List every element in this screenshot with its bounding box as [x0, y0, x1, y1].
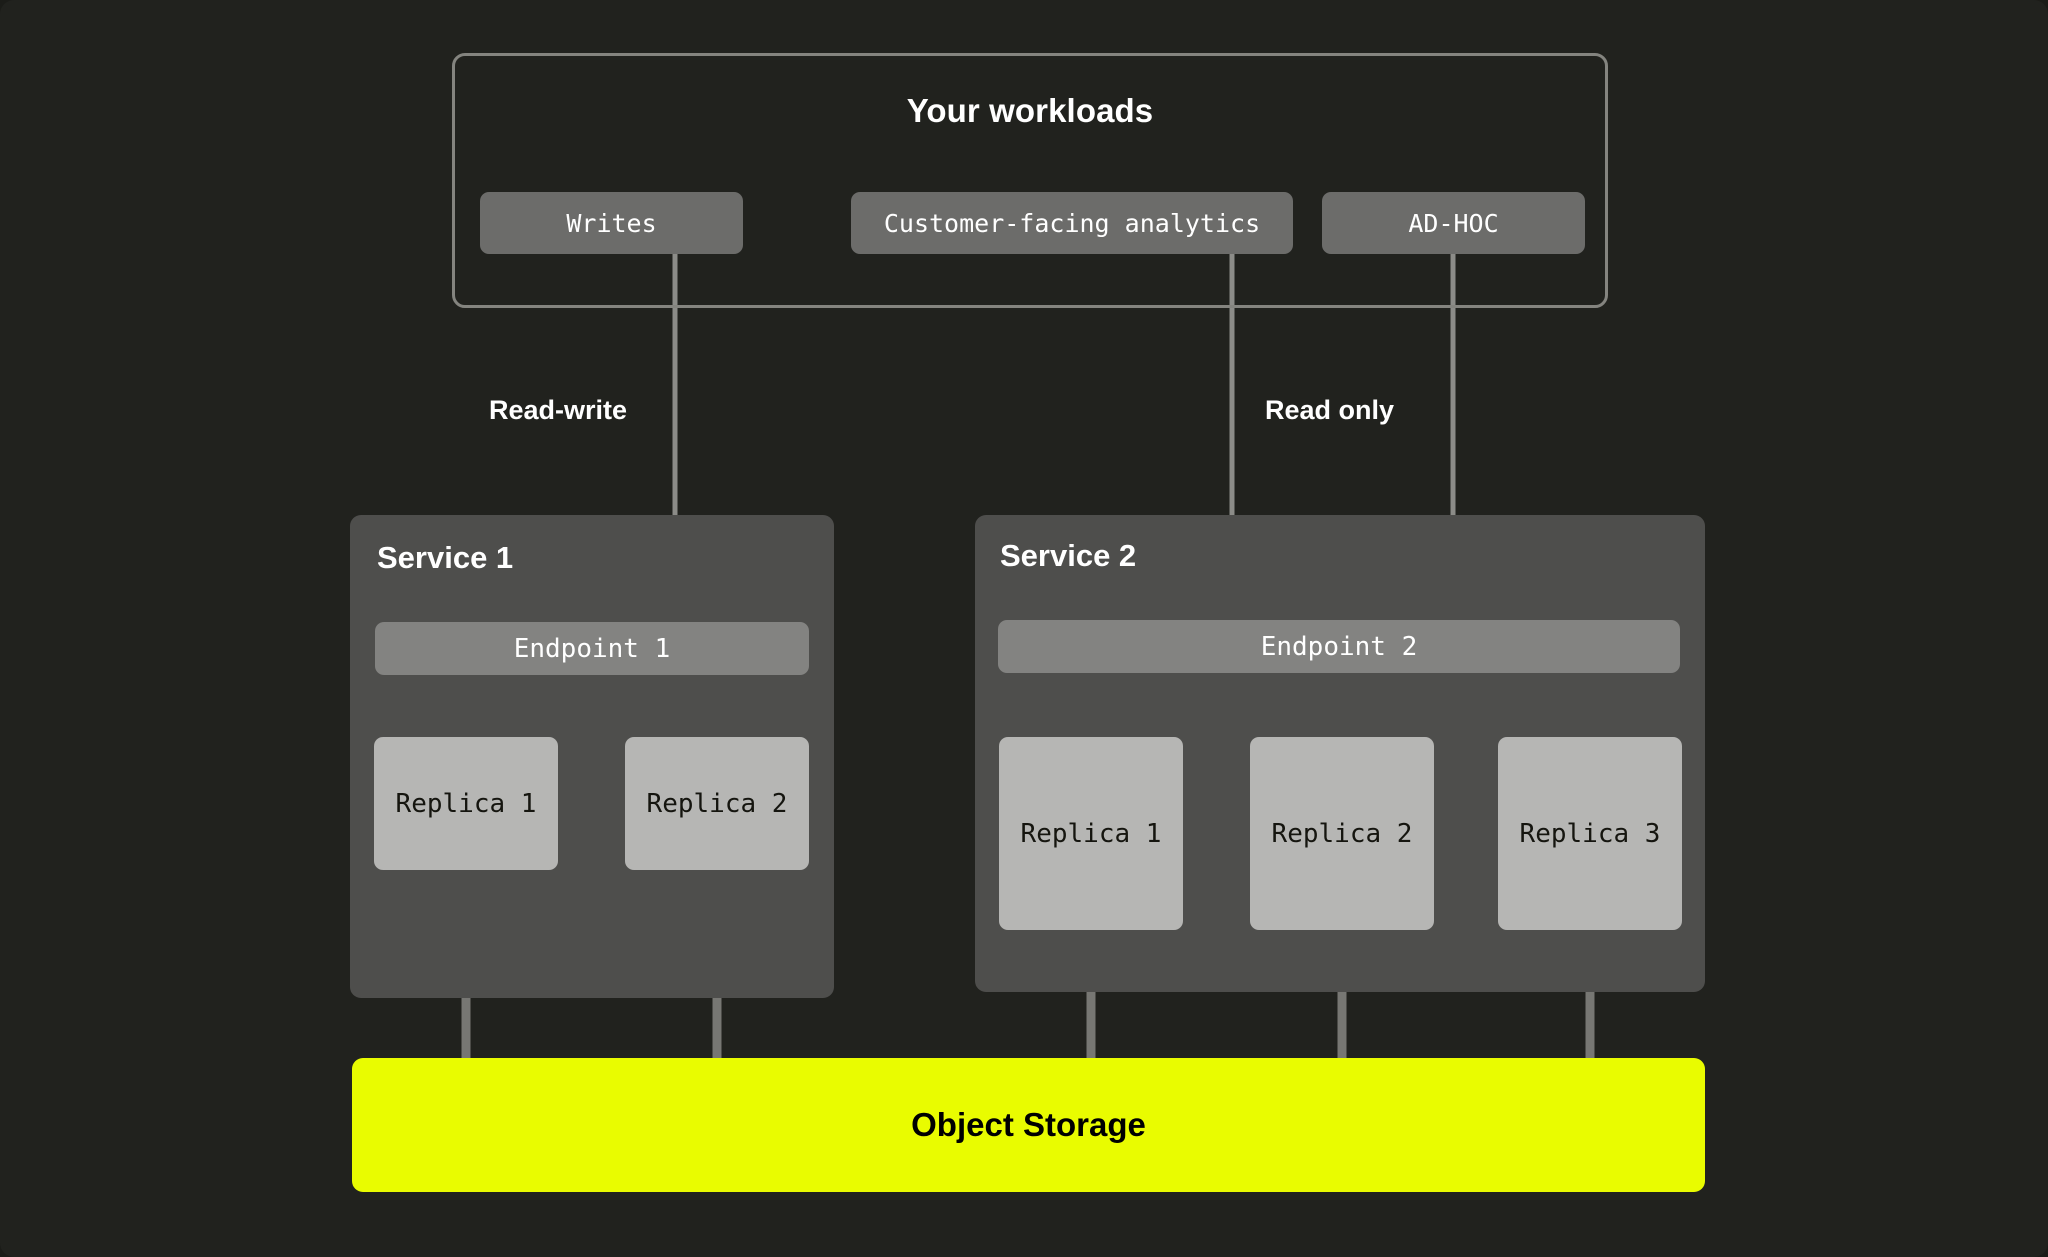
workload-button-customer-facing-analytics[interactable]: Customer-facing analytics	[851, 192, 1293, 254]
service-1-title: Service 1	[377, 540, 514, 575]
endpoint-1[interactable]: Endpoint 1	[375, 622, 809, 675]
service-2-replica-1[interactable]: Replica 1	[999, 737, 1183, 930]
service-2-replica-2[interactable]: Replica 2	[1250, 737, 1434, 930]
service-1-replica-2[interactable]: Replica 2	[625, 737, 809, 870]
flow-label-read-only: Read only	[1265, 395, 1395, 425]
service-2-replica-3[interactable]: Replica 3	[1498, 737, 1682, 930]
service-1-replica-1[interactable]: Replica 1	[374, 737, 558, 870]
service-2-title: Service 2	[1000, 538, 1137, 573]
endpoint-2[interactable]: Endpoint 2	[998, 620, 1680, 673]
workload-button-ad-hoc[interactable]: AD-HOC	[1322, 192, 1585, 254]
workloads-title: Your workloads	[906, 92, 1154, 129]
workloads-frame	[452, 53, 1608, 308]
object-storage-bar[interactable]: Object Storage	[352, 1058, 1705, 1192]
workload-button-writes[interactable]: Writes	[480, 192, 743, 254]
flow-label-read-write: Read-write	[489, 395, 628, 425]
